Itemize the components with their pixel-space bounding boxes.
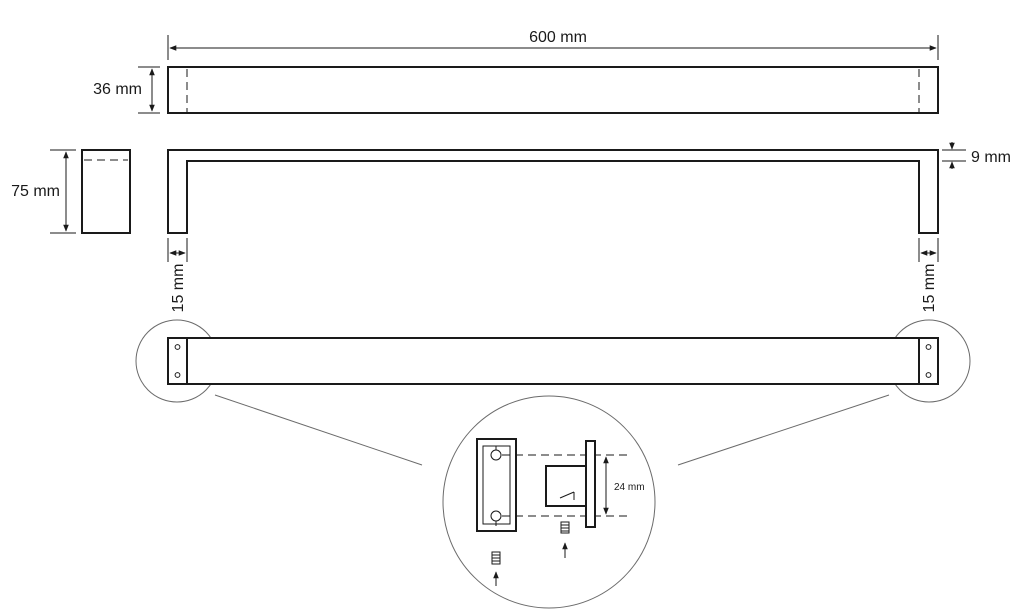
end-profile: [81, 149, 131, 234]
depth-label: 75 mm: [11, 183, 60, 200]
leader-line-right: [677, 394, 890, 466]
mount-plate-right: [918, 337, 939, 385]
side-view: 75 mm: [11, 149, 131, 234]
front-view: 9 mm 15 mm 15 mm: [167, 142, 1011, 313]
hole-spacing-label: 24 mm: [614, 482, 645, 493]
screw-hole-right-top: [925, 344, 932, 350]
mount-plate-left: [167, 337, 188, 385]
bracket-wall-plate: [585, 440, 596, 528]
mounting-detail: 24 mm: [442, 395, 656, 609]
u-profile: [167, 149, 939, 234]
bottom-view: [135, 319, 971, 466]
leader-line-left: [214, 394, 423, 466]
detail-circle: [442, 395, 656, 609]
set-screw-bracket: [560, 521, 570, 534]
screw-hole-left-top: [174, 344, 181, 350]
length-label: 600 mm: [529, 29, 587, 46]
bar-top-outline: [167, 66, 939, 114]
bracket-detail-stroke: [559, 491, 575, 499]
thickness-label: 9 mm: [971, 149, 1011, 166]
post-left-label: 15 mm: [170, 264, 187, 313]
set-screw-bar: [491, 551, 501, 565]
bar-bottom-outline: [167, 337, 939, 385]
post-right-label: 15 mm: [921, 264, 938, 313]
top-view: 600 mm 36 mm: [93, 29, 939, 114]
screw-hole-right-bottom: [925, 372, 932, 378]
width-label: 36 mm: [93, 81, 142, 98]
bracket-body: [545, 465, 587, 507]
screw-hole-left-bottom: [174, 372, 181, 378]
